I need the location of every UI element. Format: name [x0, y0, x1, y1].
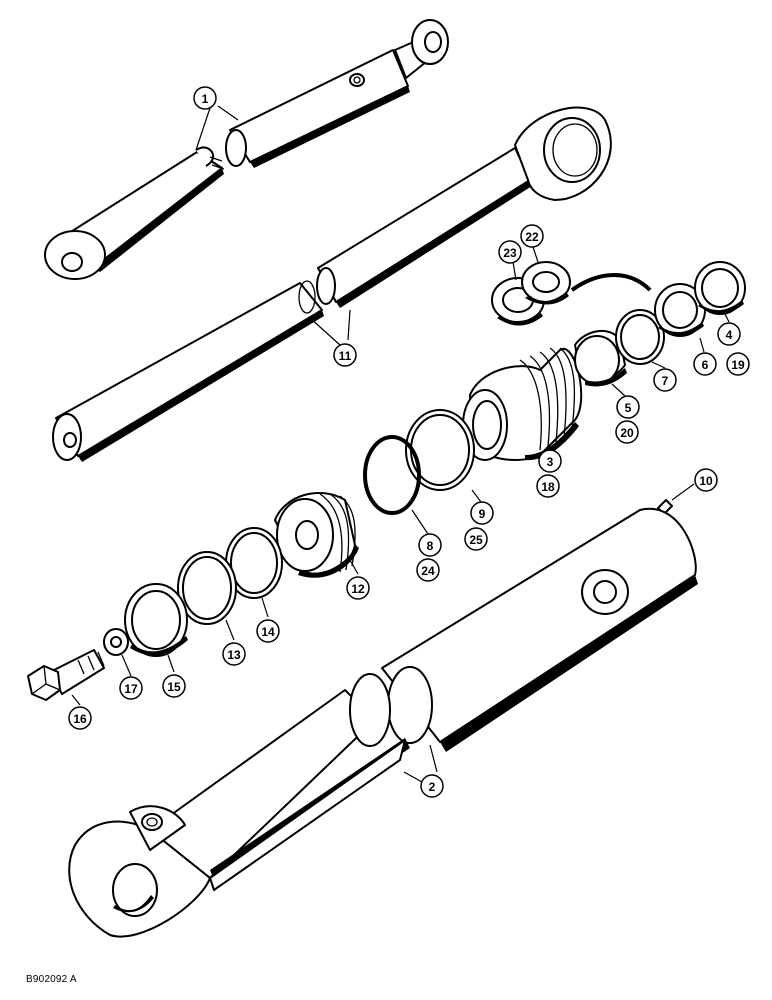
- callout-circle: [616, 395, 640, 419]
- o-ring-8: [363, 435, 421, 515]
- callout-1: 1: [193, 86, 217, 110]
- callout-24: 24: [416, 558, 440, 582]
- callout-number: 17: [124, 682, 138, 696]
- callout-20: 20: [615, 420, 639, 444]
- piston-12: [274, 491, 359, 578]
- callout-circle: [420, 774, 444, 798]
- callout-3: 3: [538, 449, 562, 473]
- ring-6: [654, 283, 706, 337]
- callout-8: 8: [418, 533, 442, 557]
- callout-number: 3: [547, 455, 554, 469]
- backup-ring-9: [405, 409, 475, 491]
- ring-4: [694, 261, 746, 315]
- callout-17: 17: [119, 676, 143, 700]
- callout-circle: [119, 676, 143, 700]
- callout-7: 7: [653, 368, 677, 392]
- callout-circle: [333, 343, 357, 367]
- bolt-16: [27, 649, 105, 701]
- cylinder-barrel: [68, 507, 698, 938]
- callout-circle: [520, 224, 544, 248]
- ring-13: [177, 551, 237, 625]
- callout-circle: [68, 706, 92, 730]
- callout-circle: [222, 642, 246, 666]
- callout-circle: [615, 420, 639, 444]
- callout-number: 5: [625, 401, 632, 415]
- callout-circle: [717, 322, 741, 346]
- bushing-5: [574, 330, 627, 387]
- callout-number: 13: [227, 648, 241, 662]
- ring-7: [615, 309, 665, 365]
- callout-circle: [726, 352, 750, 376]
- callout-number: 6: [702, 358, 709, 372]
- callout-12: 12: [346, 576, 370, 600]
- callout-19: 19: [726, 352, 750, 376]
- callout-circle: [538, 449, 562, 473]
- leader-lines: [71, 105, 730, 783]
- callout-circle: [193, 86, 217, 110]
- piston-rod: [52, 106, 612, 462]
- callout-circle: [416, 558, 440, 582]
- callout-circle: [162, 674, 186, 698]
- callout-circle: [464, 527, 488, 551]
- callout-circle: [470, 501, 494, 525]
- cylinder-head-gland: [462, 347, 583, 461]
- callout-number: 25: [469, 533, 483, 547]
- callout-circle: [694, 468, 718, 492]
- callout-number: 14: [261, 625, 275, 639]
- callout-23: 23: [498, 240, 522, 264]
- callout-number: 1: [202, 92, 209, 106]
- callout-number: 8: [427, 539, 434, 553]
- callout-circle: [536, 474, 560, 498]
- washer-17: [103, 628, 129, 656]
- callout-number: 18: [541, 480, 555, 494]
- callout-number: 20: [620, 426, 634, 440]
- callout-9: 9: [470, 501, 494, 525]
- figure-id: B902092 A: [26, 974, 77, 985]
- callout-number: 24: [421, 564, 435, 578]
- callout-5: 5: [616, 395, 640, 419]
- callout-11: 11: [333, 343, 357, 367]
- callout-18: 18: [536, 474, 560, 498]
- callout-number: 9: [479, 507, 486, 521]
- callout-number: 10: [699, 474, 713, 488]
- seal-22: [521, 261, 571, 305]
- callout-circle: [653, 368, 677, 392]
- callout-number: 22: [525, 230, 539, 244]
- callout-circle: [256, 619, 280, 643]
- callout-number: 2: [429, 780, 436, 794]
- callout-14: 14: [256, 619, 280, 643]
- callout-number: 12: [351, 582, 365, 596]
- callout-2: 2: [420, 774, 444, 798]
- callout-number: 19: [731, 358, 745, 372]
- callout-circle: [498, 240, 522, 264]
- callout-number: 23: [503, 246, 517, 260]
- callout-circle: [346, 576, 370, 600]
- callout-number: 7: [662, 374, 669, 388]
- callout-10: 10: [694, 468, 718, 492]
- callout-number: 16: [73, 712, 87, 726]
- callout-6: 6: [693, 352, 717, 376]
- assembled-cylinder: [44, 19, 449, 280]
- callout-circle: [418, 533, 442, 557]
- wear-ring-15: [124, 583, 188, 657]
- callout-13: 13: [222, 642, 246, 666]
- callout-circle: [693, 352, 717, 376]
- callout-15: 15: [162, 674, 186, 698]
- callout-number: 4: [726, 328, 733, 342]
- callout-25: 25: [464, 527, 488, 551]
- callout-number: 15: [167, 680, 181, 694]
- callout-number: 11: [339, 349, 352, 363]
- callout-16: 16: [68, 706, 92, 730]
- callout-4: 4: [717, 322, 741, 346]
- callout-22: 22: [520, 224, 544, 248]
